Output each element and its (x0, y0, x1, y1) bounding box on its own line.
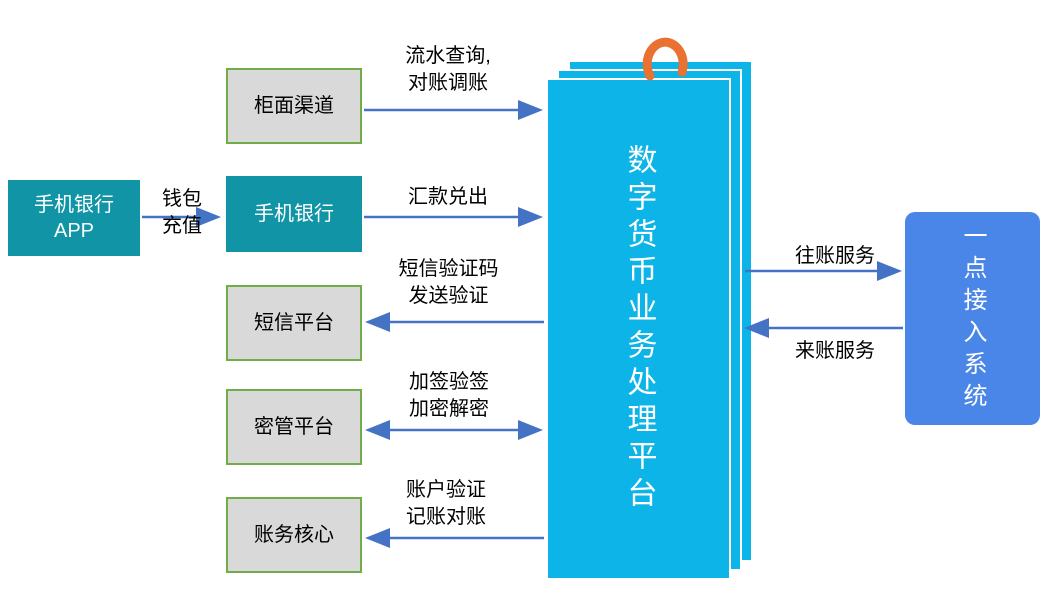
counter-channel-label: 柜面渠道 (254, 94, 334, 117)
counter-flow-label: 流水查询, 对账调账 (405, 45, 491, 94)
key-management-label: 密管平台 (254, 415, 334, 438)
counter-channel-box: 柜面渠道 (226, 68, 362, 144)
sms-flow-label: 短信验证码 发送验证 (398, 258, 499, 307)
mobile-app-box: 手机银行 APP (8, 180, 140, 256)
crypto-flow-label: 加签验签 加密解密 (409, 371, 489, 420)
mobile-banking-box: 手机银行 (226, 176, 362, 252)
wallet-recharge-label: 钱包 充值 (162, 188, 202, 237)
accounting-core-label: 账务核心 (254, 523, 334, 546)
remit-flow-label: 汇款兑出 (408, 186, 488, 208)
accounting-core-box: 账务核心 (226, 497, 362, 573)
mobile-app-label: 手机银行 APP (34, 193, 114, 242)
mobile-banking-label: 手机银行 (254, 202, 334, 225)
access-system-label: 一点接入系统 (959, 222, 986, 415)
platform-label: 数字货币业务处理平台 (622, 144, 656, 514)
incoming-service-label: 来账服务 (795, 340, 875, 362)
sms-platform-label: 短信平台 (254, 311, 334, 334)
key-management-box: 密管平台 (226, 389, 362, 465)
accounting-flow-label: 账户验证 记账对账 (406, 479, 486, 528)
sms-platform-box: 短信平台 (226, 285, 362, 361)
platform-box: 数字货币业务处理平台 (546, 78, 731, 580)
access-system-box: 一点接入系统 (905, 212, 1040, 425)
outgoing-service-label: 往账服务 (795, 245, 875, 267)
